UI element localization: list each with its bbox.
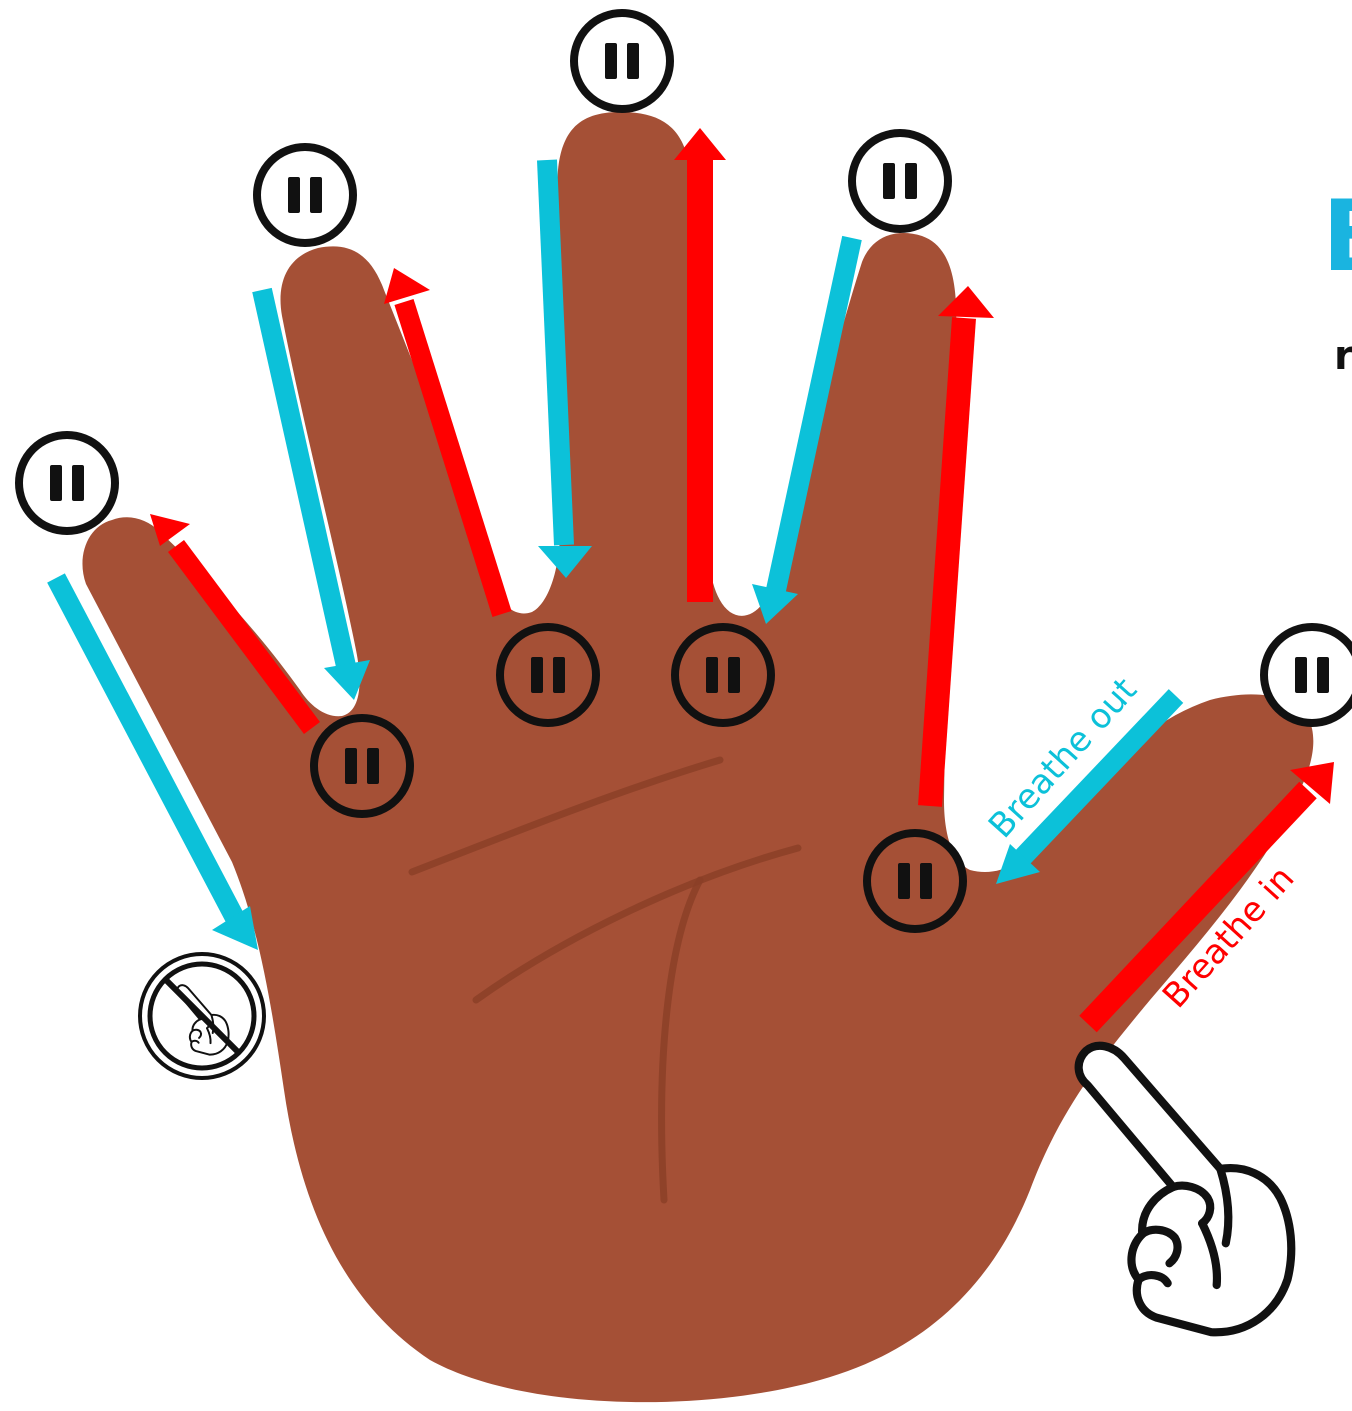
page-title: B <box>1322 188 1352 286</box>
pause-icon <box>257 147 353 243</box>
pause-icon <box>852 133 948 229</box>
pointing-hand-icon <box>1079 1046 1292 1333</box>
pause-icon <box>574 13 670 109</box>
page-subtitle: r <box>1334 336 1352 376</box>
pause-icon <box>1264 627 1352 723</box>
pause-icon <box>19 435 115 531</box>
no-pointing-hand-icon <box>140 954 264 1078</box>
